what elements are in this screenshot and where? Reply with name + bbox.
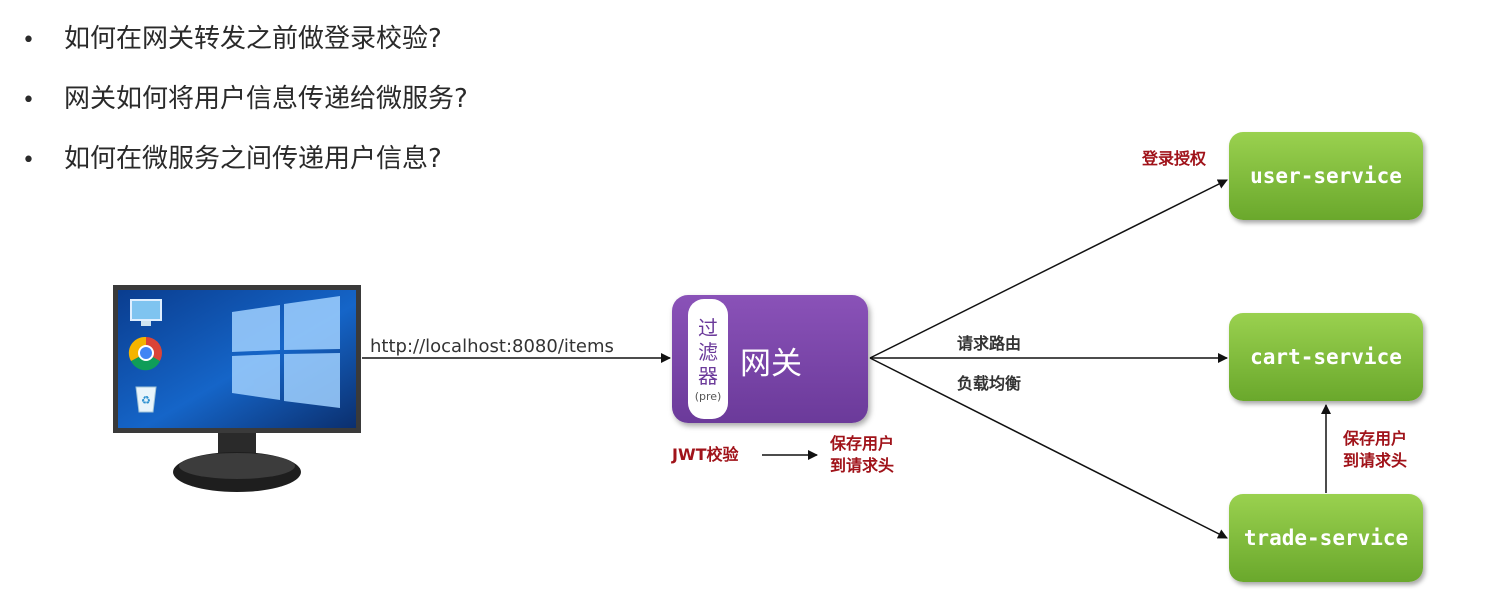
filter-sub-label: (pre) <box>694 389 722 403</box>
trade-service-box: trade-service <box>1229 494 1423 582</box>
gateway-label: 网关 <box>740 346 802 382</box>
monitor-icon <box>130 299 162 326</box>
bullet-dot: • <box>22 28 35 53</box>
filter-char: 滤 <box>698 339 718 364</box>
bullet-dot: • <box>22 148 35 173</box>
question-text: 网关如何将用户信息传递给微服务? <box>64 84 468 114</box>
question-item: • 如何在微服务之间传递用户信息? <box>22 138 442 175</box>
question-text: 如何在网关转发之前做登录校验? <box>64 24 442 54</box>
cart-service-box: cart-service <box>1229 313 1423 401</box>
question-item: • 网关如何将用户信息传递给微服务? <box>22 78 468 115</box>
login-auth-label: 登录授权 <box>1142 149 1207 168</box>
filter-char: 过 <box>698 315 718 340</box>
recycle-bin-icon: ♻ <box>135 386 157 413</box>
question-item: • 如何在网关转发之前做登录校验? <box>22 18 442 55</box>
svc-save-user-line1: 保存用户 <box>1343 429 1408 448</box>
save-user-label-line1: 保存用户 <box>830 434 895 453</box>
windows-logo <box>232 296 340 408</box>
question-text: 如何在微服务之间传递用户信息? <box>64 144 442 174</box>
jwt-label: JWT校验 <box>672 445 739 464</box>
route-arrow-trade <box>869 357 1228 539</box>
load-balance-label: 负载均衡 <box>957 374 1022 393</box>
pre-filter: 过 滤 器 (pre) <box>688 299 728 419</box>
route-arrow-user <box>869 179 1228 359</box>
monitor-neck <box>218 433 256 455</box>
svc-save-user-line2: 到请求头 <box>1343 451 1408 470</box>
request-url-label: http://localhost:8080/items <box>370 336 614 357</box>
bullet-dot: • <box>22 88 35 113</box>
client-computer: ♻ <box>113 285 361 492</box>
routing-label: 请求路由 <box>957 334 1022 353</box>
save-user-label-line2: 到请求头 <box>830 456 895 475</box>
svg-text:♻: ♻ <box>141 394 151 407</box>
filter-char: 器 <box>698 363 718 388</box>
chrome-icon <box>128 336 162 371</box>
user-service-box: user-service <box>1229 132 1423 220</box>
